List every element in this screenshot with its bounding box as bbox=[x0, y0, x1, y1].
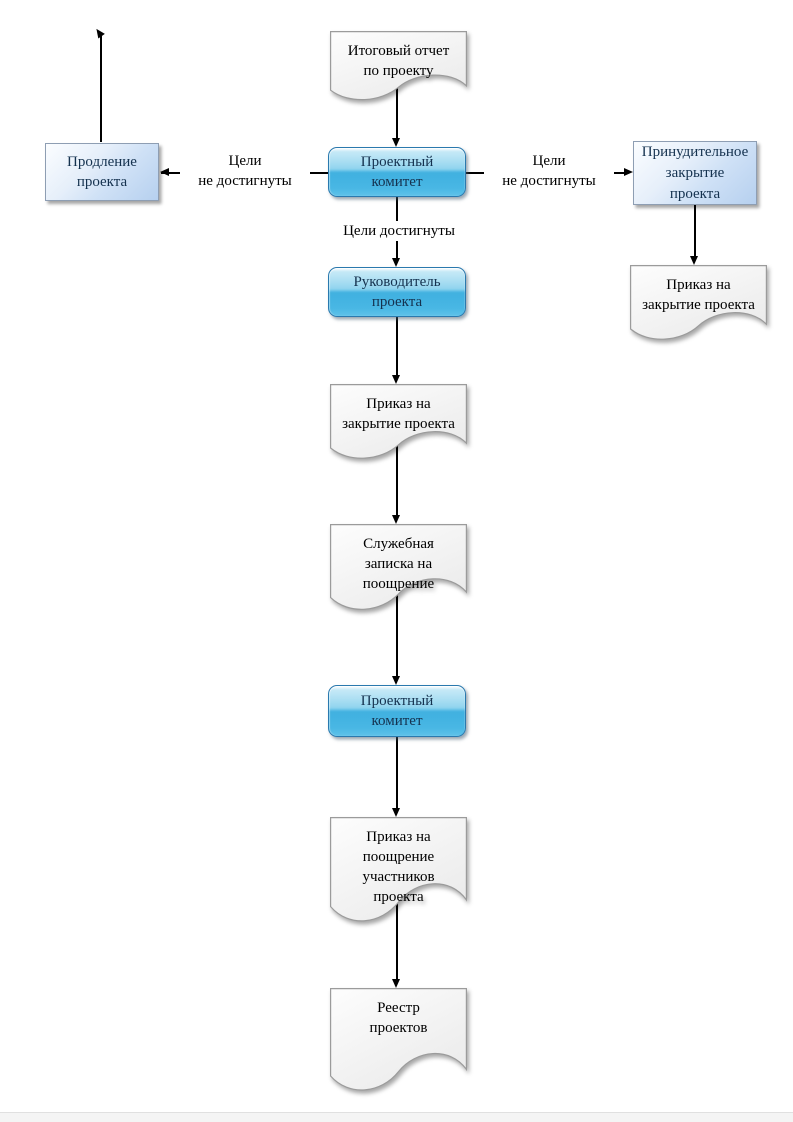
arrowhead-down-icon bbox=[690, 256, 698, 265]
node-label: Принудительное закрытие проекта bbox=[641, 143, 749, 202]
arrowhead-down-icon bbox=[392, 515, 400, 524]
arrowhead-down-icon bbox=[392, 808, 400, 817]
document-shape bbox=[330, 384, 467, 459]
document-shape bbox=[330, 524, 467, 610]
node-label: Приказ на закрытие проекта bbox=[642, 277, 755, 313]
document-shape bbox=[630, 265, 767, 340]
node-document-memo: Служебная записка на поощрение bbox=[330, 524, 467, 619]
edge-label-goals-not-met-left: Цели не достигнуты bbox=[180, 151, 310, 191]
node-document-closure-order-center: Приказ на закрытие проекта bbox=[330, 384, 467, 468]
node-document-registry: Реестр проектов bbox=[330, 988, 467, 1101]
page-bottom-strip bbox=[0, 1112, 793, 1122]
arrowhead-down-icon bbox=[392, 138, 400, 147]
edge-memo-to-committee2 bbox=[396, 595, 398, 676]
node-document-reward-order: Приказ на поощрение участников проекта bbox=[330, 817, 467, 932]
arrowhead-down-icon bbox=[392, 375, 400, 384]
edge-closure-order-to-memo bbox=[396, 446, 398, 515]
document-shape bbox=[330, 817, 467, 922]
edge-forced-closure-to-closure-order bbox=[694, 205, 696, 256]
node-alt-prolongation: Продление проекта bbox=[45, 143, 159, 201]
arrowhead-left-icon bbox=[160, 168, 169, 176]
node-document-closure-order-right: Приказ на закрытие проекта bbox=[630, 265, 767, 349]
node-label: Проектный комитет bbox=[360, 154, 434, 190]
arrowhead-down-icon bbox=[392, 258, 400, 267]
edge-prolongation-up-offpage bbox=[100, 36, 102, 142]
arrowhead-up-icon bbox=[93, 26, 105, 39]
edge-committee2-to-reward-order bbox=[396, 737, 398, 808]
node-label: Итоговый отчет по проекту bbox=[347, 43, 450, 79]
node-label: Приказ на поощрение участников проекта bbox=[362, 829, 435, 905]
node-process-committee-1: Проектный комитет bbox=[328, 147, 466, 197]
node-process-manager: Руководитель проекта bbox=[328, 267, 466, 317]
node-label: Приказ на закрытие проекта bbox=[342, 396, 455, 432]
edge-label-goals-met: Цели достигнуты bbox=[330, 221, 468, 241]
node-label: Продление проекта bbox=[67, 154, 137, 190]
arrowhead-right-icon bbox=[624, 168, 633, 176]
node-label: Руководитель проекта bbox=[353, 274, 441, 310]
edge-manager-to-closure-order bbox=[396, 317, 398, 375]
edge-final-report-to-committee1 bbox=[396, 88, 398, 138]
edge-reward-order-to-registry bbox=[396, 903, 398, 979]
document-shape bbox=[330, 988, 467, 1091]
node-label: Реестр проектов bbox=[369, 1000, 428, 1036]
node-alt-forced-closure: Принудительное закрытие проекта bbox=[633, 141, 757, 205]
node-document-final-report: Итоговый отчет по проекту bbox=[330, 31, 467, 109]
node-process-committee-2: Проектный комитет bbox=[328, 685, 466, 737]
document-shape bbox=[330, 31, 467, 101]
node-label: Служебная записка на поощрение bbox=[362, 536, 435, 592]
node-label: Проектный комитет bbox=[360, 693, 434, 729]
edge-label-goals-not-met-right: Цели не достигнуты bbox=[484, 151, 614, 191]
arrowhead-down-icon bbox=[392, 676, 400, 685]
arrowhead-down-icon bbox=[392, 979, 400, 988]
